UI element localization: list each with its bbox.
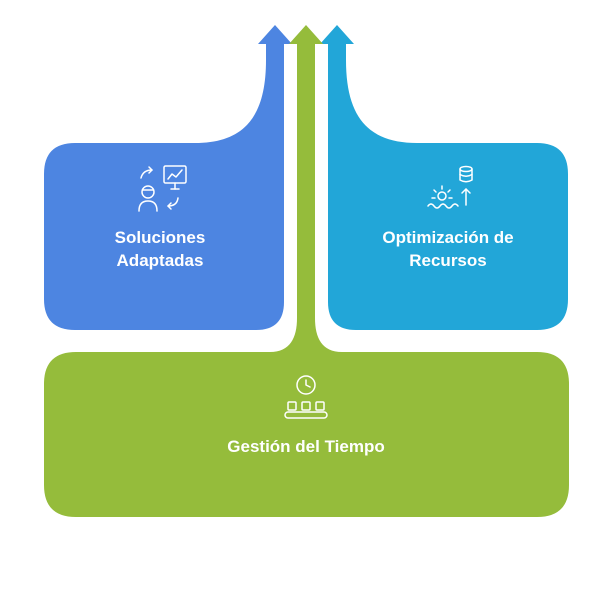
- label-bottom-line-1: Gestión del Tiempo: [227, 437, 385, 456]
- block-right-shape: [320, 25, 568, 330]
- label-left-line-1: Soluciones: [114, 228, 206, 247]
- label-gestion-tiempo: Gestión del Tiempo: [60, 435, 552, 458]
- block-right-optimizacion: [320, 25, 568, 330]
- label-soluciones-adaptadas: Soluciones Adaptadas: [60, 226, 260, 272]
- label-right-line-1: Optimización de: [382, 228, 514, 247]
- block-left-soluciones: [44, 25, 292, 330]
- label-left-line-2: Adaptadas: [116, 251, 204, 270]
- block-bottom-shape: [44, 25, 569, 517]
- block-bottom-gestion: [44, 25, 569, 517]
- database-gear-icon: [427, 165, 473, 209]
- label-right-line-2: Recursos: [409, 251, 487, 270]
- label-optimizacion-recursos: Optimización de Recursos: [346, 226, 550, 272]
- presentation-person-icon: [138, 165, 187, 212]
- block-left-shape: [44, 25, 292, 330]
- clock-conveyor-icon: [284, 375, 328, 419]
